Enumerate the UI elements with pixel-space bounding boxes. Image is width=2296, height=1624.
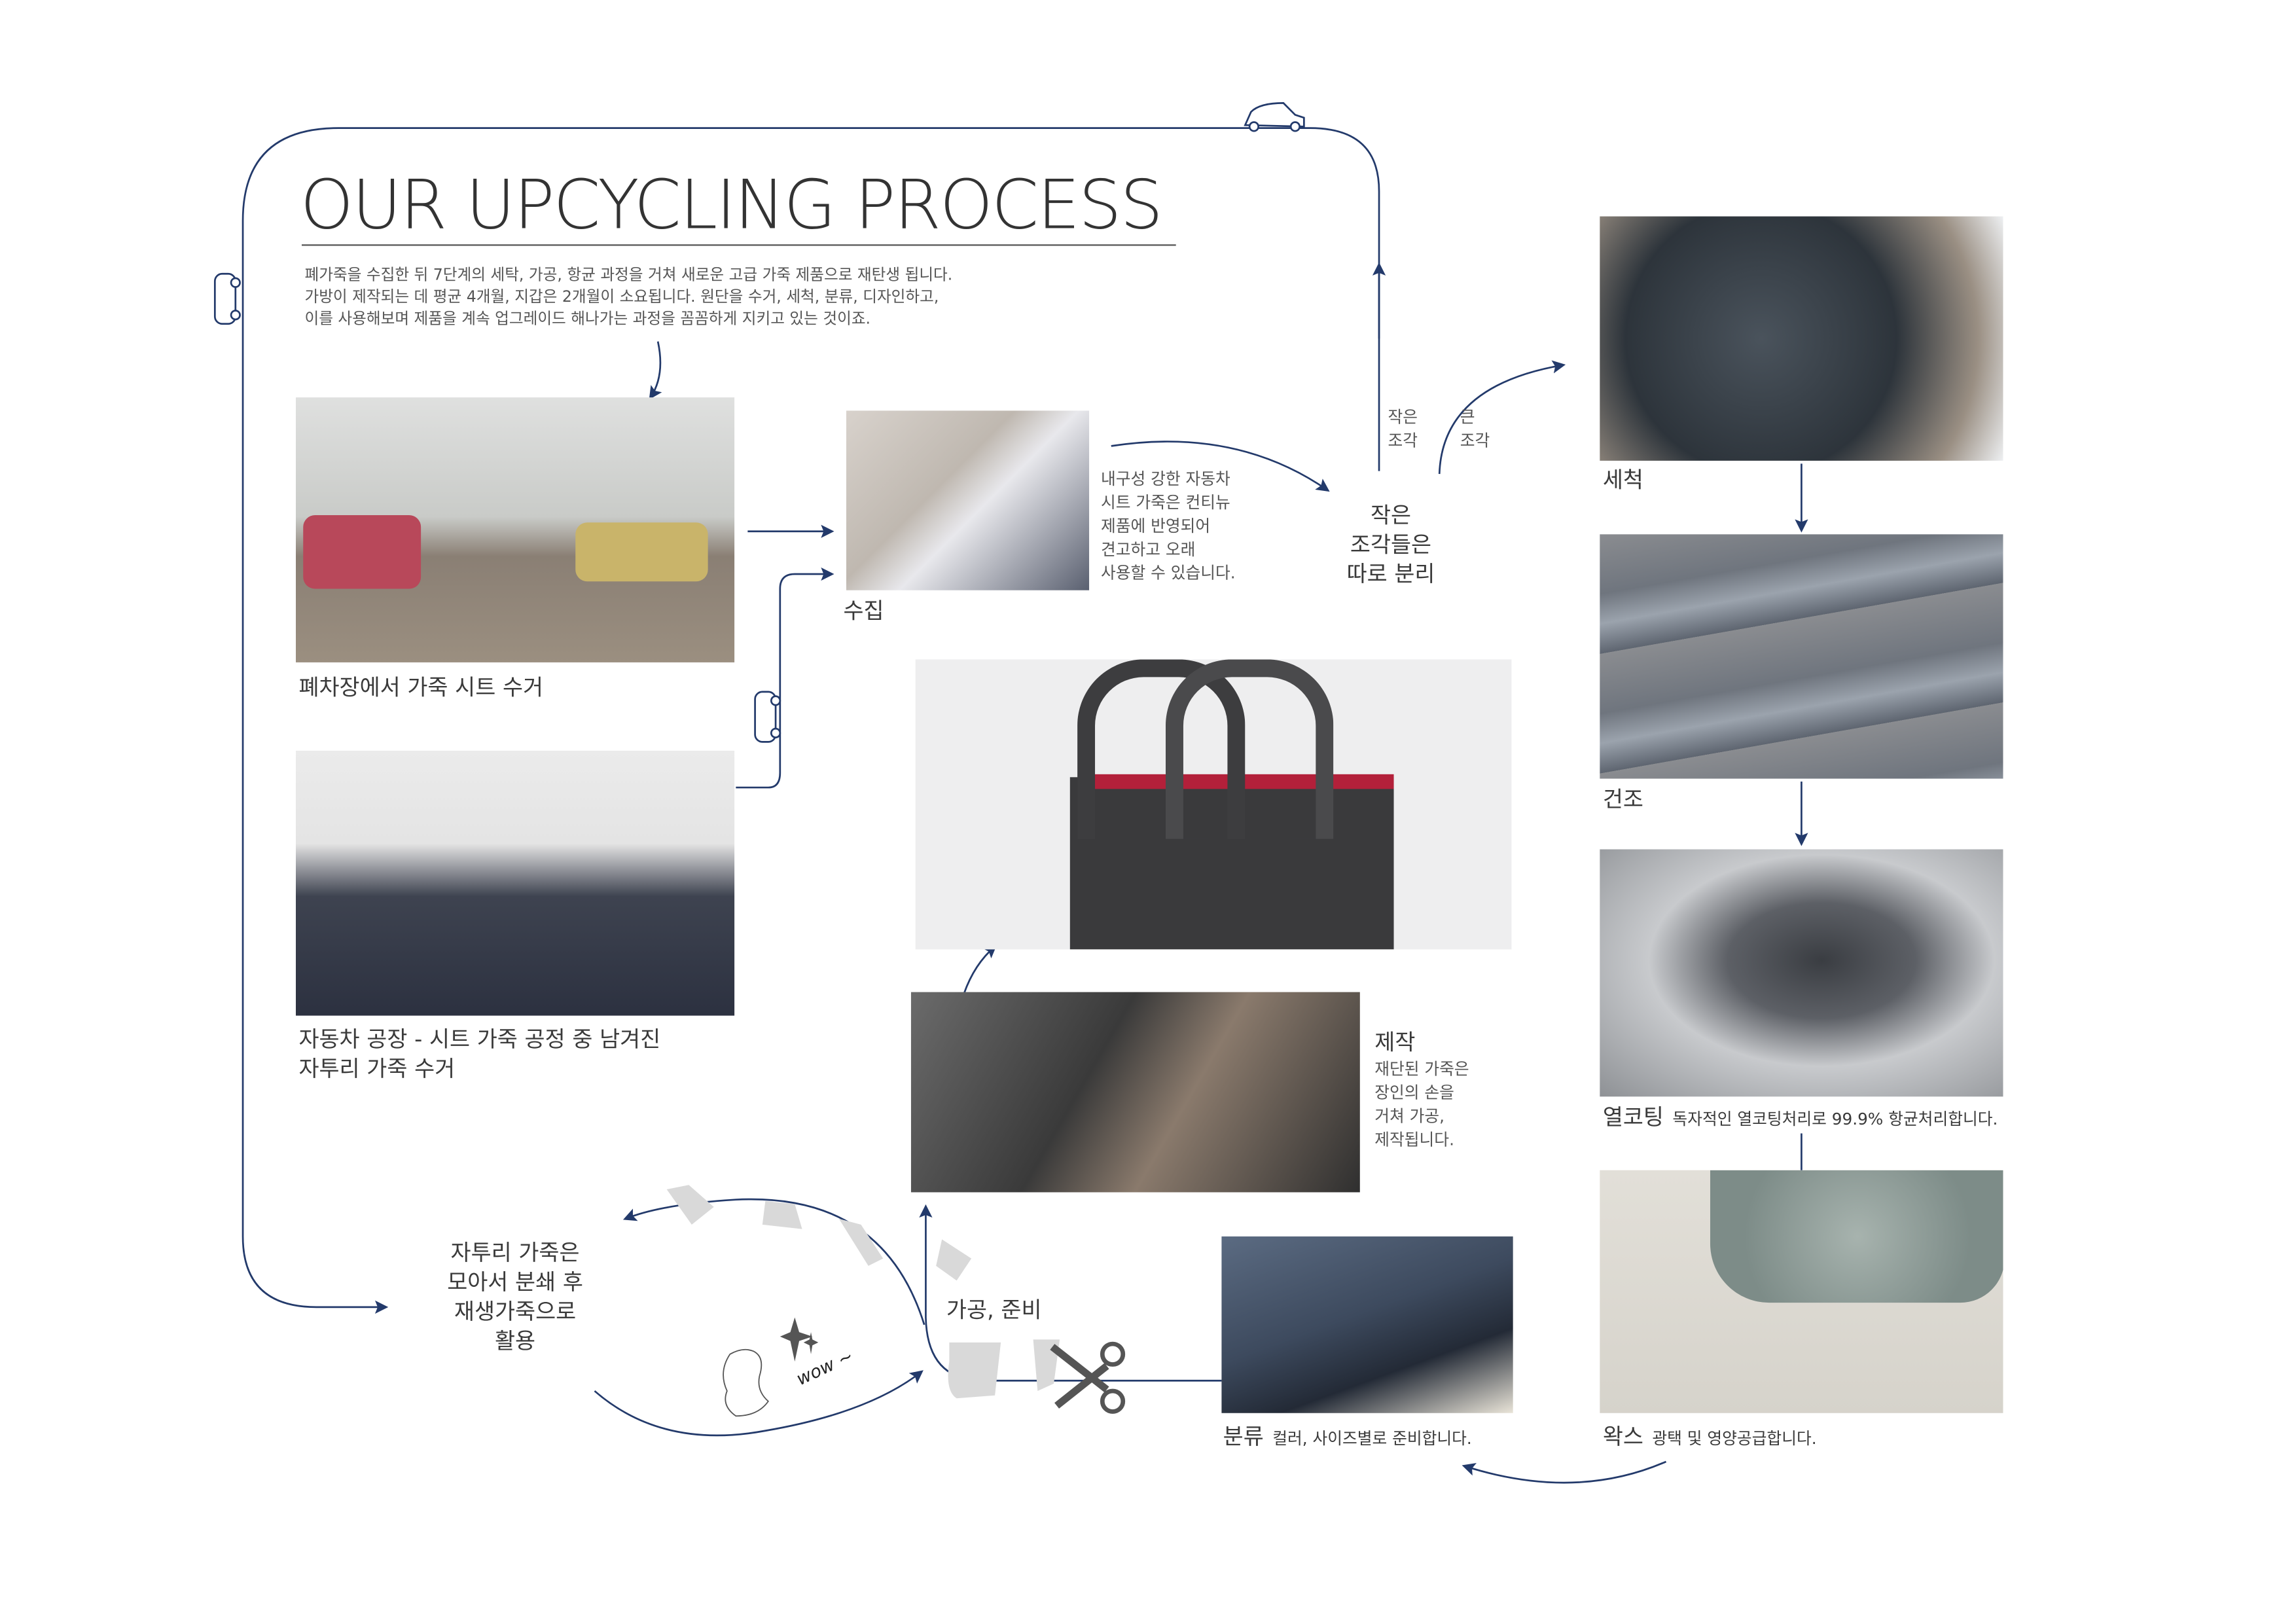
small-pieces-label: 작은 조각 — [1388, 407, 1418, 451]
wax-label: 왁스 광택 및 영양공급합니다. — [1603, 1420, 1817, 1451]
junkyard-label: 폐차장에서 가죽 시트 수거 — [298, 674, 544, 701]
heat-coating-label: 열코팅 독자적인 열코팅처리로 99.9% 항균처리합니다. — [1603, 1101, 1998, 1132]
sort-desc: 컬러, 사이즈별로 준비합니다. — [1272, 1429, 1472, 1449]
intro-line: 가방이 제작되는 데 평균 4개월, 지갑은 2개월이 소요됩니다. 원단을 수… — [304, 288, 939, 306]
scrap-label: 자투리 가죽은 모아서 분쇄 후 재생가죽으로 활용 — [427, 1238, 603, 1356]
wash-photo — [1600, 216, 2003, 461]
factory-leather-photo — [295, 750, 735, 1016]
arrow-large-pieces-wash — [1438, 360, 1566, 475]
factory-label: 자동차 공장 - 시트 가죽 공정 중 남겨진 자투리 가죽 수거 — [298, 1024, 660, 1083]
intro-text: 폐가죽을 수집한 뒤 7단계의 세탁, 가공, 항균 과정을 거쳐 새로운 고급… — [304, 265, 952, 331]
arrow-make-bag — [963, 945, 997, 994]
prep-label: 가공, 준비 — [946, 1297, 1042, 1324]
scrap-label-line: 자투리 가죽은 — [450, 1239, 580, 1266]
car-icon — [213, 272, 241, 325]
wash-label: 세척 — [1602, 466, 1643, 494]
arrow-scrap-bottom — [594, 1370, 924, 1437]
scrap-label-line: 재생가죽으로 — [454, 1298, 577, 1325]
sparkle-icon — [780, 1317, 819, 1362]
scrap-label-line: 모아서 분쇄 후 — [447, 1269, 583, 1295]
dry-photo — [1600, 534, 2003, 779]
large-pieces-label: 큰 조각 — [1460, 407, 1490, 451]
separate-label-line: 조각들은 — [1350, 531, 1432, 558]
collect-label: 수집 — [843, 597, 884, 624]
dry-label: 건조 — [1602, 785, 1643, 813]
leather-scrap-shapes — [666, 1185, 1060, 1399]
heat-coating-desc: 독자적인 열코팅처리로 99.9% 항균처리합니다. — [1672, 1110, 1998, 1129]
make-desc: 재단된 가죽은 장인의 손을 거쳐 가공, 제작됩니다. — [1374, 1060, 1469, 1150]
separate-label: 작은 조각들은 따로 분리 — [1318, 501, 1465, 589]
bag-product-photo — [915, 659, 1512, 950]
make-label: 제작 — [1374, 1028, 1416, 1056]
factory-label-line: 자동차 공장 - 시트 가죽 공정 중 남겨진 — [298, 1026, 661, 1053]
junkyard-photo — [295, 397, 735, 662]
arrow-factory-collect — [736, 567, 834, 789]
arrow-intro — [649, 341, 662, 400]
sort-photo — [1221, 1236, 1513, 1413]
wax-title: 왁스 — [1602, 1423, 1643, 1450]
arrow-collect-separate — [1111, 441, 1330, 492]
scrap-label-line: 활용 — [494, 1327, 536, 1354]
arrow-scrap-top — [622, 1198, 925, 1326]
title-underline — [301, 244, 1176, 246]
collect-photo — [846, 410, 1090, 590]
wax-desc: 광택 및 영양공급합니다. — [1652, 1429, 1817, 1449]
sort-title: 분류 — [1223, 1423, 1264, 1450]
sort-label: 분류 컬러, 사이즈별로 준비합니다. — [1223, 1420, 1472, 1451]
arrow-wax-sort — [1462, 1460, 1667, 1484]
wax-photo — [1600, 1170, 2003, 1413]
intro-line: 이를 사용해보며 제품을 계속 업그레이드 해나가는 과정을 꼼꼼하게 지키고 … — [304, 310, 871, 329]
intro-line: 폐가죽을 수집한 뒤 7단계의 세탁, 가공, 항균 과정을 거쳐 새로운 고급… — [304, 266, 953, 284]
heat-coating-title: 열코팅 — [1602, 1104, 1664, 1131]
collect-desc: 내구성 강한 자동차 시트 가죽은 컨티뉴 제품에 반영되어 견고하고 오래 사… — [1101, 469, 1236, 583]
scissors-icon — [1050, 1341, 1126, 1414]
page-title: OUR UPCYCLING PROCESS — [300, 164, 1163, 245]
car-icon — [754, 691, 781, 743]
separate-label-line: 따로 분리 — [1346, 560, 1435, 588]
main-loop-line — [242, 127, 1380, 1314]
factory-label-line: 자투리 가죽 수거 — [298, 1055, 456, 1082]
heat-coating-photo — [1600, 849, 2003, 1097]
car-icon — [1244, 102, 1305, 132]
separate-label-line: 작은 — [1370, 501, 1412, 529]
crafting-photo — [910, 992, 1360, 1193]
leather-hide-icon — [723, 1348, 770, 1417]
